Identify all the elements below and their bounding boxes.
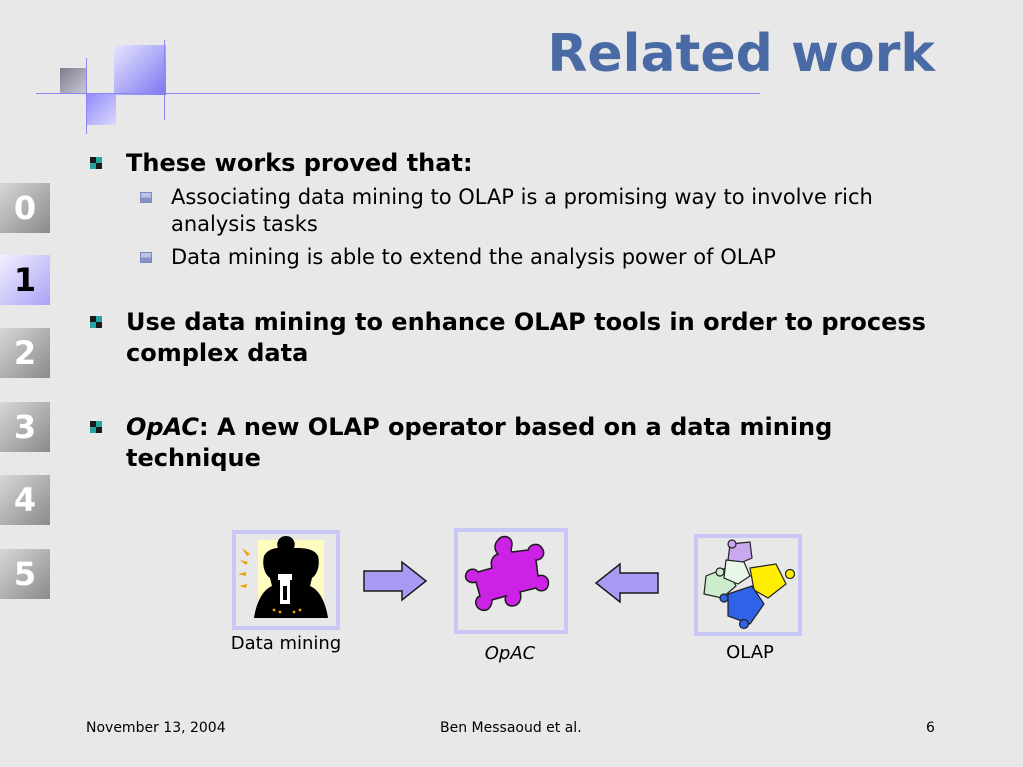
title-underline [36, 93, 760, 94]
miner-icon [238, 536, 328, 618]
sub-bullet-marker-icon [140, 252, 152, 263]
footer-author: Ben Messaoud et al. [440, 720, 582, 736]
sub-bullet-item: Associating data mining to OLAP is a pro… [90, 184, 960, 238]
bullet-text: : A new OLAP operator based on a data mi… [126, 413, 833, 472]
puzzle-piece-icon [464, 535, 550, 612]
bullet-item: OpAC: A new OLAP operator based on a dat… [90, 412, 960, 474]
sub-bullet-item: Data mining is able to extend the analys… [90, 244, 960, 271]
bullet-text: These works proved that: [126, 149, 473, 177]
sub-bullet-marker-icon [140, 192, 152, 203]
bullet-item: These works proved that: [90, 148, 960, 179]
puzzle-cluster-icon [703, 539, 796, 630]
data-mining-image-frame [232, 530, 340, 630]
opac-caption: OpAC [484, 643, 536, 664]
olap-caption: OLAP [726, 642, 774, 663]
decor-vertical-line [164, 40, 165, 120]
section-tab-0[interactable]: 0 [0, 183, 50, 233]
opac-image-frame [454, 528, 568, 634]
arrow-right-icon [363, 560, 428, 602]
bullet-marker-icon [90, 157, 102, 169]
bullet-marker-icon [90, 421, 102, 433]
footer-date: November 13, 2004 [86, 720, 226, 736]
sub-bullet-text: Data mining is able to extend the analys… [171, 245, 776, 269]
arrow-left-icon [594, 562, 659, 604]
section-tab-5[interactable]: 5 [0, 549, 50, 599]
decor-square-purple-large [114, 45, 166, 95]
page-number: 6 [926, 720, 935, 736]
bullet-item: Use data mining to enhance OLAP tools in… [90, 307, 960, 369]
decor-square-gray [60, 68, 86, 94]
bullet-list: These works proved that: Associating dat… [90, 148, 960, 474]
olap-image-frame [694, 534, 802, 636]
decor-square-purple-small [86, 93, 116, 125]
decor-vertical-line [86, 58, 87, 134]
section-tab-3[interactable]: 3 [0, 402, 50, 452]
section-tab-4[interactable]: 4 [0, 475, 50, 525]
section-tab-2[interactable]: 2 [0, 328, 50, 378]
sub-bullet-text: Associating data mining to OLAP is a pro… [171, 185, 873, 236]
bullet-text: Use data mining to enhance OLAP tools in… [126, 308, 926, 367]
section-tab-1[interactable]: 1 [0, 255, 50, 305]
operator-name: OpAC [126, 413, 200, 441]
bullet-marker-icon [90, 316, 102, 328]
slide-title: Related work [547, 24, 935, 84]
data-mining-caption: Data mining [230, 633, 342, 654]
